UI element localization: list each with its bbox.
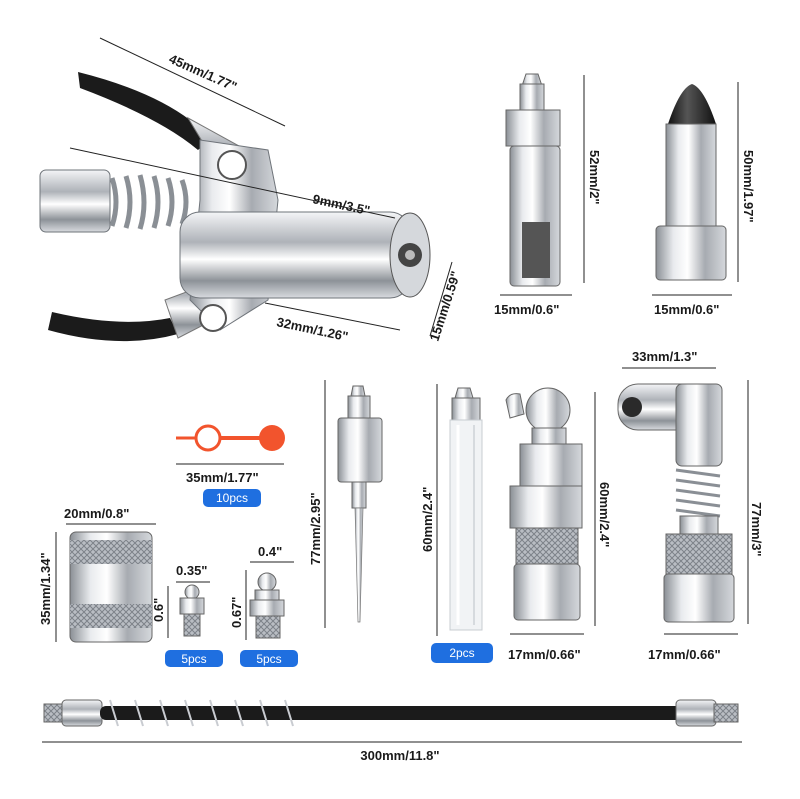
angle-coupler bbox=[617, 383, 735, 623]
badge-tubes-text: 2pcs bbox=[449, 646, 474, 660]
dim-line-coupler-body bbox=[69, 147, 396, 219]
label-coupler-tip: 15mm/0.59" bbox=[427, 269, 464, 343]
badge-small-fittings-text: 5pcs bbox=[181, 652, 206, 666]
label-cap-width: 35mm/1.77" bbox=[186, 470, 259, 485]
badge-large-fittings bbox=[240, 650, 298, 667]
clear-tube-nozzle bbox=[449, 387, 483, 631]
label-coupler-length: 45mm/1.77" bbox=[167, 51, 239, 94]
badge-tubes bbox=[431, 643, 493, 663]
large-grease-fitting bbox=[249, 572, 285, 639]
label-angle-height: 77mm/3" bbox=[749, 502, 764, 557]
badge-caps-text: 10pcs bbox=[216, 491, 248, 505]
label-angle-top: 33mm/1.3" bbox=[632, 349, 697, 364]
label-small-fitting-width: 0.35" bbox=[176, 563, 207, 578]
dim-line-coupler-length bbox=[99, 37, 286, 127]
label-cone-width: 15mm/0.6" bbox=[654, 302, 719, 317]
small-grease-fitting bbox=[179, 584, 205, 637]
coupler-sleeve bbox=[69, 531, 153, 643]
label-needle-height: 77mm/2.95" bbox=[308, 492, 323, 565]
label-tube-height: 60mm/2.4" bbox=[420, 487, 435, 552]
dim-line-coupler-tip bbox=[429, 261, 453, 337]
label-small-fitting-height: 0.6" bbox=[151, 598, 166, 622]
label-adapter-height: 52mm/2" bbox=[587, 150, 602, 205]
badge-large-fittings-text: 5pcs bbox=[256, 652, 281, 666]
dim-line-coupler-tube bbox=[264, 302, 401, 331]
grease-coupler bbox=[39, 72, 431, 342]
label-adapter-width: 15mm/0.6" bbox=[494, 302, 559, 317]
label-swivel-height: 60mm/2.4" bbox=[597, 482, 612, 547]
upper-handle-grip bbox=[78, 72, 214, 150]
cone-nozzle bbox=[655, 84, 727, 281]
label-cone-height: 50mm/1.97" bbox=[741, 150, 756, 223]
label-sleeve-height: 35mm/1.34" bbox=[38, 552, 53, 625]
dust-cap bbox=[176, 424, 285, 452]
label-large-fitting-width: 0.4" bbox=[258, 544, 282, 559]
label-swivel-width: 17mm/0.66" bbox=[508, 647, 581, 662]
label-sleeve-width: 20mm/0.8" bbox=[64, 506, 129, 521]
badge-small-fittings bbox=[165, 650, 223, 667]
label-large-fitting-height: 0.67" bbox=[229, 597, 244, 628]
lower-handle-grip bbox=[48, 312, 178, 342]
straight-adapter bbox=[505, 73, 561, 287]
label-angle-width: 17mm/0.66" bbox=[648, 647, 721, 662]
label-hose-length: 300mm/11.8" bbox=[360, 748, 439, 763]
swivel-coupler bbox=[505, 387, 583, 621]
flexible-hose bbox=[43, 699, 739, 727]
badge-caps bbox=[203, 489, 261, 507]
needle-nozzle bbox=[337, 385, 383, 623]
label-coupler-tube: 32mm/1.26" bbox=[275, 314, 349, 344]
